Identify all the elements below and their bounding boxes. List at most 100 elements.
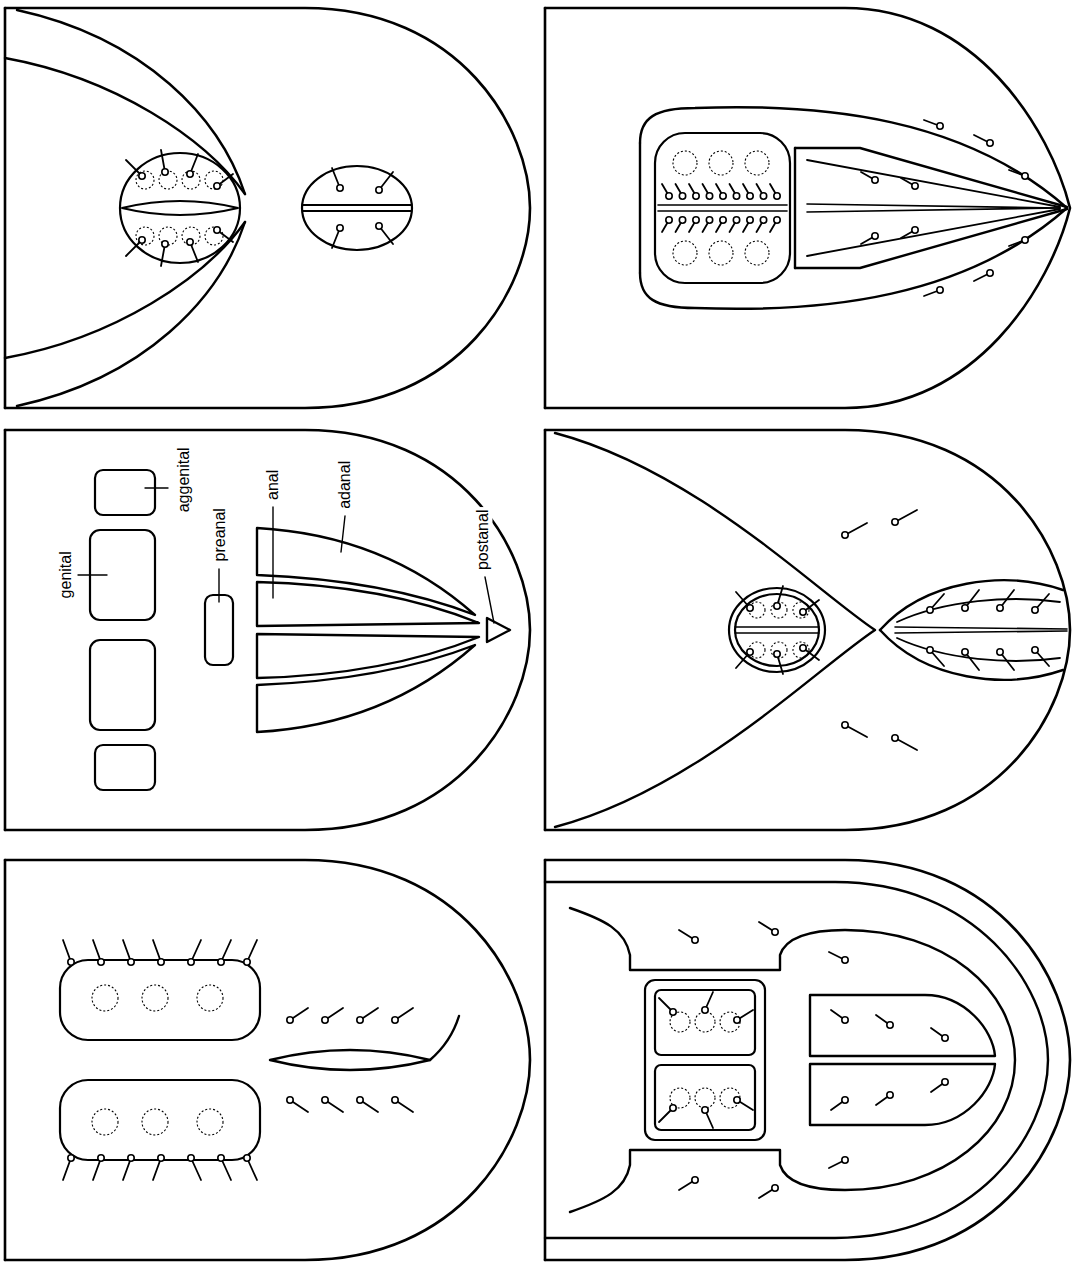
seta-socket — [962, 605, 968, 611]
seta-socket — [942, 1035, 948, 1041]
body-cut-edge — [4, 430, 7, 830]
anal-opening — [895, 627, 1067, 629]
pore-ring — [142, 985, 168, 1011]
seta-socket — [887, 1022, 893, 1028]
anal-plate — [257, 634, 479, 678]
seta-socket — [892, 735, 898, 741]
seta-socket — [962, 649, 968, 655]
pore-ring — [197, 1109, 223, 1135]
anal-plate — [810, 1064, 995, 1125]
ventral-view-c — [545, 430, 1070, 830]
aggenital-plate — [95, 745, 155, 790]
anal-opening — [807, 208, 1060, 212]
ventral-schema — [5, 430, 530, 830]
seta-socket — [997, 605, 1003, 611]
seta-socket — [774, 603, 780, 609]
seta-socket — [702, 1107, 708, 1113]
seta-socket — [188, 959, 194, 965]
seta-socket — [214, 227, 220, 233]
anal-plate — [897, 638, 1060, 661]
ventral-view-a — [5, 8, 530, 408]
seta-socket — [68, 1155, 74, 1161]
seta-socket — [98, 1155, 104, 1161]
part-label: preanal — [210, 506, 228, 563]
seta-socket — [892, 519, 898, 525]
ventral-view-b — [545, 8, 1070, 408]
genital-plate — [655, 133, 790, 283]
pore-ring — [709, 241, 733, 265]
seta-socket — [937, 287, 943, 293]
body-outline — [545, 860, 1070, 1260]
pore-ring — [182, 171, 200, 189]
epimeral-border — [5, 222, 245, 358]
genital-plate — [655, 990, 755, 1055]
seta-socket — [987, 270, 993, 276]
genital-opening — [658, 204, 787, 206]
ventral-shield — [640, 208, 1067, 309]
anal-plate — [257, 582, 479, 626]
seta-socket — [214, 183, 220, 189]
seta-socket — [706, 193, 712, 199]
preanal-plate — [205, 595, 233, 665]
genital-frame — [645, 980, 765, 1140]
pore-ring — [695, 1012, 715, 1032]
seta-socket — [158, 1155, 164, 1161]
pore-ring — [142, 1109, 168, 1135]
body-cut-edge — [544, 430, 547, 830]
inner-outline — [545, 882, 1048, 1238]
leader-line — [145, 487, 168, 488]
seta-socket — [692, 937, 698, 943]
seta-socket — [392, 1097, 398, 1103]
seta-socket — [139, 237, 145, 243]
pore-ring — [695, 1088, 715, 1108]
part-label: anal — [264, 468, 282, 502]
genital-plate — [729, 588, 825, 672]
part-label: genital — [56, 549, 74, 600]
leader-line — [485, 577, 494, 623]
seta-socket — [322, 1097, 328, 1103]
anal-plate — [302, 166, 412, 250]
pore-ring — [92, 1109, 118, 1135]
anal-shield — [795, 209, 1067, 268]
seta-socket — [887, 1092, 893, 1098]
genital-plate — [60, 1080, 260, 1160]
body-outline — [545, 8, 1070, 408]
body-cut-edge — [544, 860, 547, 1260]
seta-socket — [666, 217, 672, 223]
seta-socket — [842, 1017, 848, 1023]
anal-plate — [807, 209, 1060, 256]
seta-socket — [128, 1155, 134, 1161]
body-outline — [5, 8, 530, 408]
seta-socket — [720, 217, 726, 223]
seta-socket — [244, 959, 250, 965]
ventral-plate — [570, 908, 1015, 1212]
seta-socket — [747, 605, 753, 611]
leader-line — [218, 569, 219, 602]
pore-ring — [745, 151, 769, 175]
posterior-edge — [430, 1016, 459, 1060]
pore-ring — [771, 642, 787, 658]
seta-socket — [218, 959, 224, 965]
pore-ring — [673, 241, 697, 265]
leader-line — [272, 507, 273, 598]
body-cut-edge — [544, 8, 547, 408]
seta-socket — [666, 193, 672, 199]
seta-socket — [679, 217, 685, 223]
seta-socket — [747, 649, 753, 655]
seta-socket — [287, 1097, 293, 1103]
anal-opening — [270, 1050, 430, 1070]
body-cut-edge — [4, 860, 7, 1260]
anal-shield — [794, 148, 796, 268]
seta-socket — [800, 609, 806, 615]
seta-socket — [733, 217, 739, 223]
seta-socket — [1022, 173, 1028, 179]
seta-socket — [842, 1097, 848, 1103]
seta-socket — [1032, 607, 1038, 613]
seta-socket — [357, 1097, 363, 1103]
genital-plate — [60, 960, 260, 1040]
genital-opening — [658, 210, 787, 212]
ventral-shield — [640, 107, 1067, 208]
seta-socket — [162, 169, 168, 175]
adanal-plate — [257, 528, 475, 615]
seta-socket — [997, 649, 1003, 655]
